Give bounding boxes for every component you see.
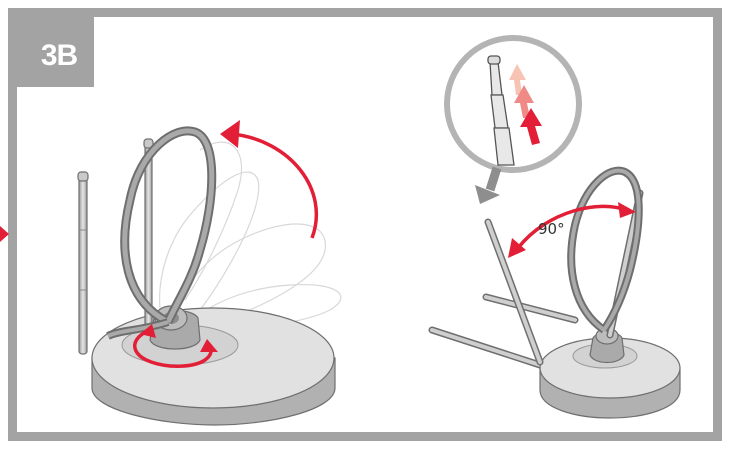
left-rear-rod bbox=[78, 172, 88, 354]
right-antenna-figure bbox=[432, 171, 680, 418]
angle-label: 90° bbox=[538, 220, 565, 238]
step-label: 3B bbox=[24, 24, 94, 87]
down-arrow-icon bbox=[475, 168, 500, 204]
left-antenna-base bbox=[92, 306, 335, 425]
left-antenna-figure bbox=[78, 120, 341, 425]
curved-arrow-icon bbox=[220, 120, 316, 238]
previous-step-arrow-icon bbox=[0, 226, 9, 242]
right-antenna-base bbox=[540, 328, 680, 418]
zoom-detail bbox=[447, 38, 579, 170]
